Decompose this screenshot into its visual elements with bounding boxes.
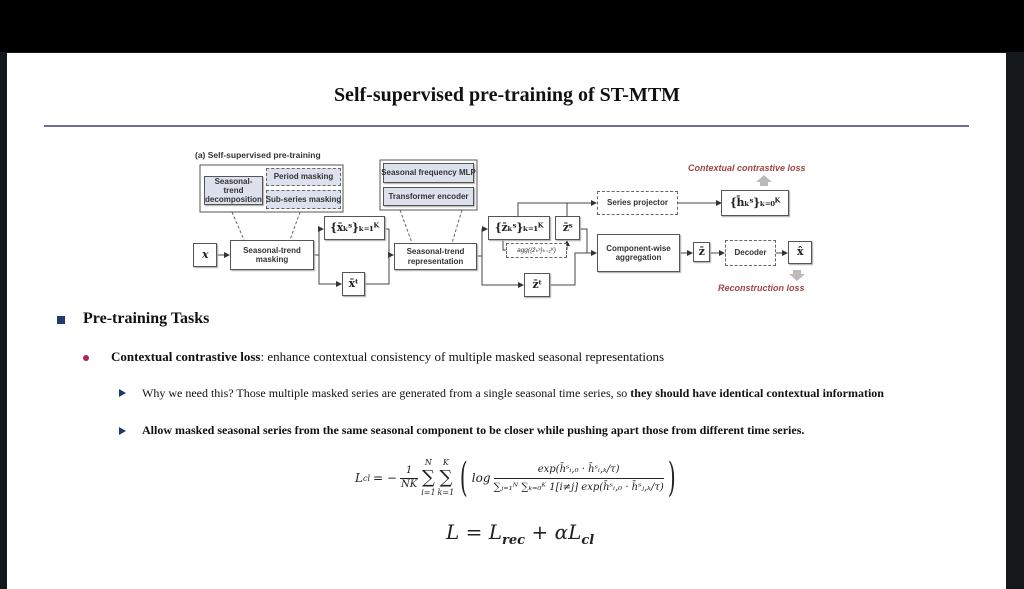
freq-mlp-box: Seasonal frequency MLP xyxy=(381,163,476,183)
slide-title: Self-supervised pre-training of ST-MTM xyxy=(333,84,681,106)
denominator: ∑ⱼ₌₁ᴺ ∑ₖ₌₀ᴷ 1[i≠j] exp(h̄ˢᵢ,₀ · h̄ˢⱼ,ₖ/τ… xyxy=(493,477,664,494)
sum-top: N xyxy=(424,458,432,468)
x-hat-box: x̂ xyxy=(788,241,812,264)
decoder-box: Decoder xyxy=(725,240,776,266)
total-mid: + αL xyxy=(525,520,582,544)
x-trend-box: x̄ᵗ xyxy=(342,272,365,296)
sigma: ∑ xyxy=(439,466,453,488)
formula-lhs-sub: cl xyxy=(362,473,371,483)
subseries-masking-box: Sub-series masking xyxy=(266,190,341,209)
period-masking-box: Period masking xyxy=(266,168,341,186)
top-bar xyxy=(0,0,1024,52)
section-heading: Pre-training Tasks xyxy=(83,310,210,327)
transformer-box: Transformer encoder xyxy=(383,187,474,206)
st-representation-box: Seasonal-trend representation xyxy=(394,243,477,270)
formula-eq: = − xyxy=(373,471,397,485)
log: log xyxy=(471,471,491,485)
sub-bullet-why: Why we need this? Those multiple masked … xyxy=(142,386,884,401)
decomposition-box: Seasonal-trend decomposition xyxy=(204,176,263,205)
reconstruction-loss-label: Reconstruction loss xyxy=(718,283,805,293)
bullet-text: : enhance contextual consistency of mult… xyxy=(260,349,665,364)
triangle-bullet-icon xyxy=(119,427,126,435)
circle-bullet-icon xyxy=(83,355,89,361)
sum-i: N∑i=1 xyxy=(421,458,435,498)
paren-open: ( xyxy=(460,455,468,501)
rec-sub: rec xyxy=(502,533,526,548)
paren-close: ) xyxy=(667,455,676,501)
bullet-bold: Contextual contrastive loss xyxy=(111,349,261,364)
input-x-box: x xyxy=(193,243,217,267)
sum-bot: k=1 xyxy=(437,488,455,498)
title-divider xyxy=(44,125,969,127)
sub-bullet-text: Why we need this? Those multiple masked … xyxy=(142,386,631,400)
sum-top: K xyxy=(442,458,449,468)
z-bar-box: z̄ xyxy=(693,242,710,262)
z-seasonal-set-box: {z̄ₖˢ}ₖ₌₁ᴷ xyxy=(488,216,550,240)
sub-bullet-allow: Allow masked seasonal series from the sa… xyxy=(142,423,805,437)
sum-k: K∑k=1 xyxy=(438,458,455,498)
frac-den: NK xyxy=(399,477,419,490)
slide xyxy=(7,53,1006,589)
cl-sub: cl xyxy=(581,533,595,548)
square-bullet-icon xyxy=(57,316,65,324)
agg-box: agg({z̄ₖˢ}ₖ₌₁ᴷ) xyxy=(506,243,567,258)
total-l: L = L xyxy=(446,520,503,544)
numerator: exp(h̄ˢᵢ,₀ · h̄ˢᵢ,ₖ/τ) xyxy=(537,463,620,475)
z-trend-box: z̄ᵗ xyxy=(524,273,550,297)
formula-lhs: L xyxy=(355,471,363,485)
sigma: ∑ xyxy=(421,466,435,488)
bullet-contrastive: Contextual contrastive loss: enhance con… xyxy=(111,349,664,365)
h-set-box: {h̄ₖˢ}ₖ₌₀ᴷ xyxy=(721,190,789,216)
x-seasonal-box: {x̄ₖˢ}ₖ₌₁ᴷ xyxy=(324,216,385,240)
z-seasonal-box: z̄ˢ xyxy=(555,216,580,240)
aggregation-box: Component-wise aggregation xyxy=(597,234,680,272)
frac-num: 1 xyxy=(405,465,413,476)
total-loss-formula: L = Lrec + αLcl xyxy=(446,520,594,548)
sum-bot: i=1 xyxy=(421,488,436,498)
contrastive-loss-label: Contextual contrastive loss xyxy=(688,163,806,173)
st-masking-box: Seasonal-trend masking xyxy=(230,240,314,270)
log-frac: exp(h̄ˢᵢ,₀ · h̄ˢᵢ,ₖ/τ) ∑ⱼ₌₁ᴺ ∑ₖ₌₀ᴷ 1[i≠j]… xyxy=(493,463,664,494)
series-projector-box: Series projector xyxy=(597,191,678,215)
triangle-bullet-icon xyxy=(119,389,126,397)
sub-bullet-bold: they should have identical contextual in… xyxy=(630,386,884,400)
diagram-caption: (a) Self-supervised pre-training xyxy=(195,150,321,160)
